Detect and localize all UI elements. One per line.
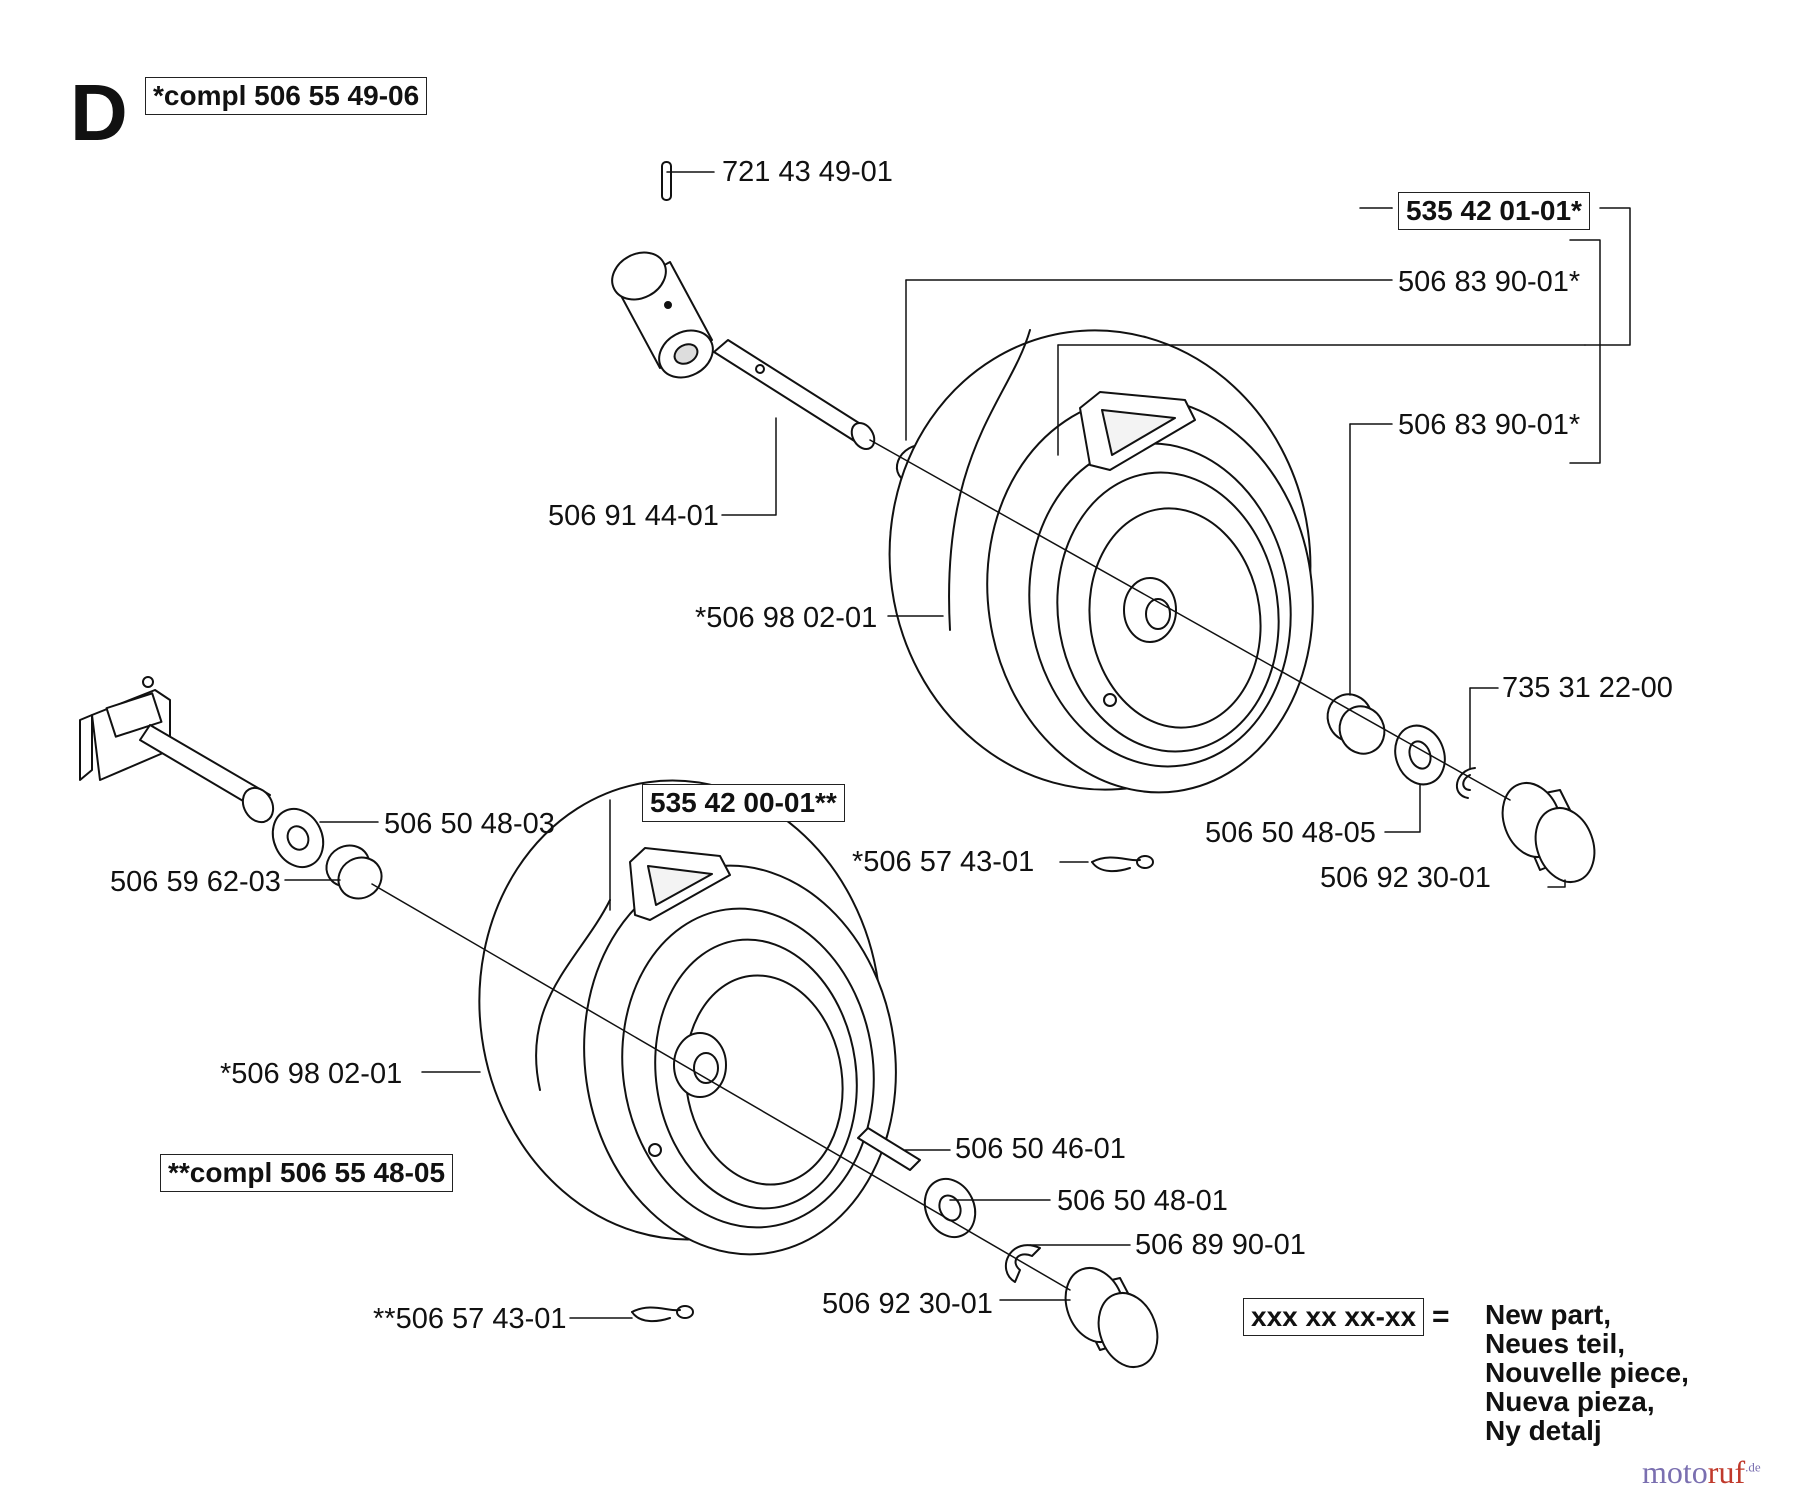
section-letter: D xyxy=(70,68,128,157)
washer-bottom-part xyxy=(923,1177,977,1239)
wheel-top-kit-label: 535 42 01-01* xyxy=(1398,192,1590,230)
pin-part xyxy=(661,161,672,201)
wheel-bottom-part xyxy=(478,779,897,1256)
part-label-wheel-top: *506 98 02-01 xyxy=(695,602,878,634)
part-label-bushing-a: 506 83 90-01* xyxy=(1398,266,1581,298)
legend-line-1: Neues teil, xyxy=(1485,1328,1626,1359)
watermark-logo: motoruf.de xyxy=(1642,1454,1761,1491)
cap-top-part xyxy=(1501,782,1596,883)
part-label-clip-bottom: 506 89 90-01 xyxy=(1135,1229,1306,1261)
part-label-cap-top: 506 92 30-01 xyxy=(1320,862,1491,894)
key-part xyxy=(857,1127,921,1171)
axle-mount-part xyxy=(79,676,275,824)
legend-code-box: xxx xx xx-xx xyxy=(1243,1298,1425,1336)
part-label-spacer-axle: 506 59 62-03 xyxy=(110,866,281,898)
part-label-valve-bottom: **506 57 43-01 xyxy=(373,1303,567,1335)
part-label-wheel-bottom: *506 98 02-01 xyxy=(220,1058,403,1090)
spacer-axle-part xyxy=(325,844,383,900)
legend-line-4: Ny detalj xyxy=(1485,1415,1602,1446)
part-label-washer-bottom: 506 50 48-01 xyxy=(1057,1185,1228,1217)
axle-top-part xyxy=(713,339,876,451)
part-label-circlip: 735 31 22-00 xyxy=(1502,672,1673,704)
part-label-bushing-b: 506 83 90-01* xyxy=(1398,409,1581,441)
top-assembly-label: *compl 506 55 49-06 xyxy=(145,77,428,115)
wheel-bottom-kit-label: 535 42 00-01** xyxy=(642,784,845,822)
part-label-cap-bottom: 506 92 30-01 xyxy=(822,1288,993,1320)
part-label-washer-top: 506 50 48-05 xyxy=(1205,817,1376,849)
part-label-valve-top: *506 57 43-01 xyxy=(852,846,1035,878)
washer-top-part xyxy=(1394,724,1446,786)
washer-axle-part xyxy=(271,807,325,869)
part-label-axle-top: 506 91 44-01 xyxy=(548,500,719,532)
valve-bottom-part xyxy=(631,1305,694,1323)
cap-bottom-part xyxy=(1064,1267,1159,1368)
legend-equals: = xyxy=(1432,1300,1450,1333)
axis-line-top xyxy=(869,439,1511,801)
watermark-part-3: .de xyxy=(1745,1459,1761,1475)
part-label-washer-axle: 506 50 48-03 xyxy=(384,808,555,840)
part-label-key: 506 50 46-01 xyxy=(955,1133,1126,1165)
valve-top-part xyxy=(1091,855,1154,873)
watermark-part-2: ruf xyxy=(1707,1454,1746,1490)
wheel-top-part xyxy=(888,329,1314,794)
sleeve-part xyxy=(611,251,714,379)
bushing-b-part xyxy=(1326,693,1386,755)
legend-line-3: Nueva pieza, xyxy=(1485,1386,1655,1417)
legend-line-0: New part, xyxy=(1485,1299,1612,1330)
leader-lines xyxy=(284,171,1631,1319)
legend-line-2: Nouvelle piece, xyxy=(1485,1357,1689,1388)
bottom-assembly-label: **compl 506 55 48-05 xyxy=(160,1154,454,1192)
axis-line-bottom xyxy=(371,883,1071,1291)
watermark-part-1: moto xyxy=(1642,1454,1708,1490)
part-label-pin: 721 43 49-01 xyxy=(722,156,893,188)
clip-bottom-part xyxy=(1004,1244,1041,1283)
